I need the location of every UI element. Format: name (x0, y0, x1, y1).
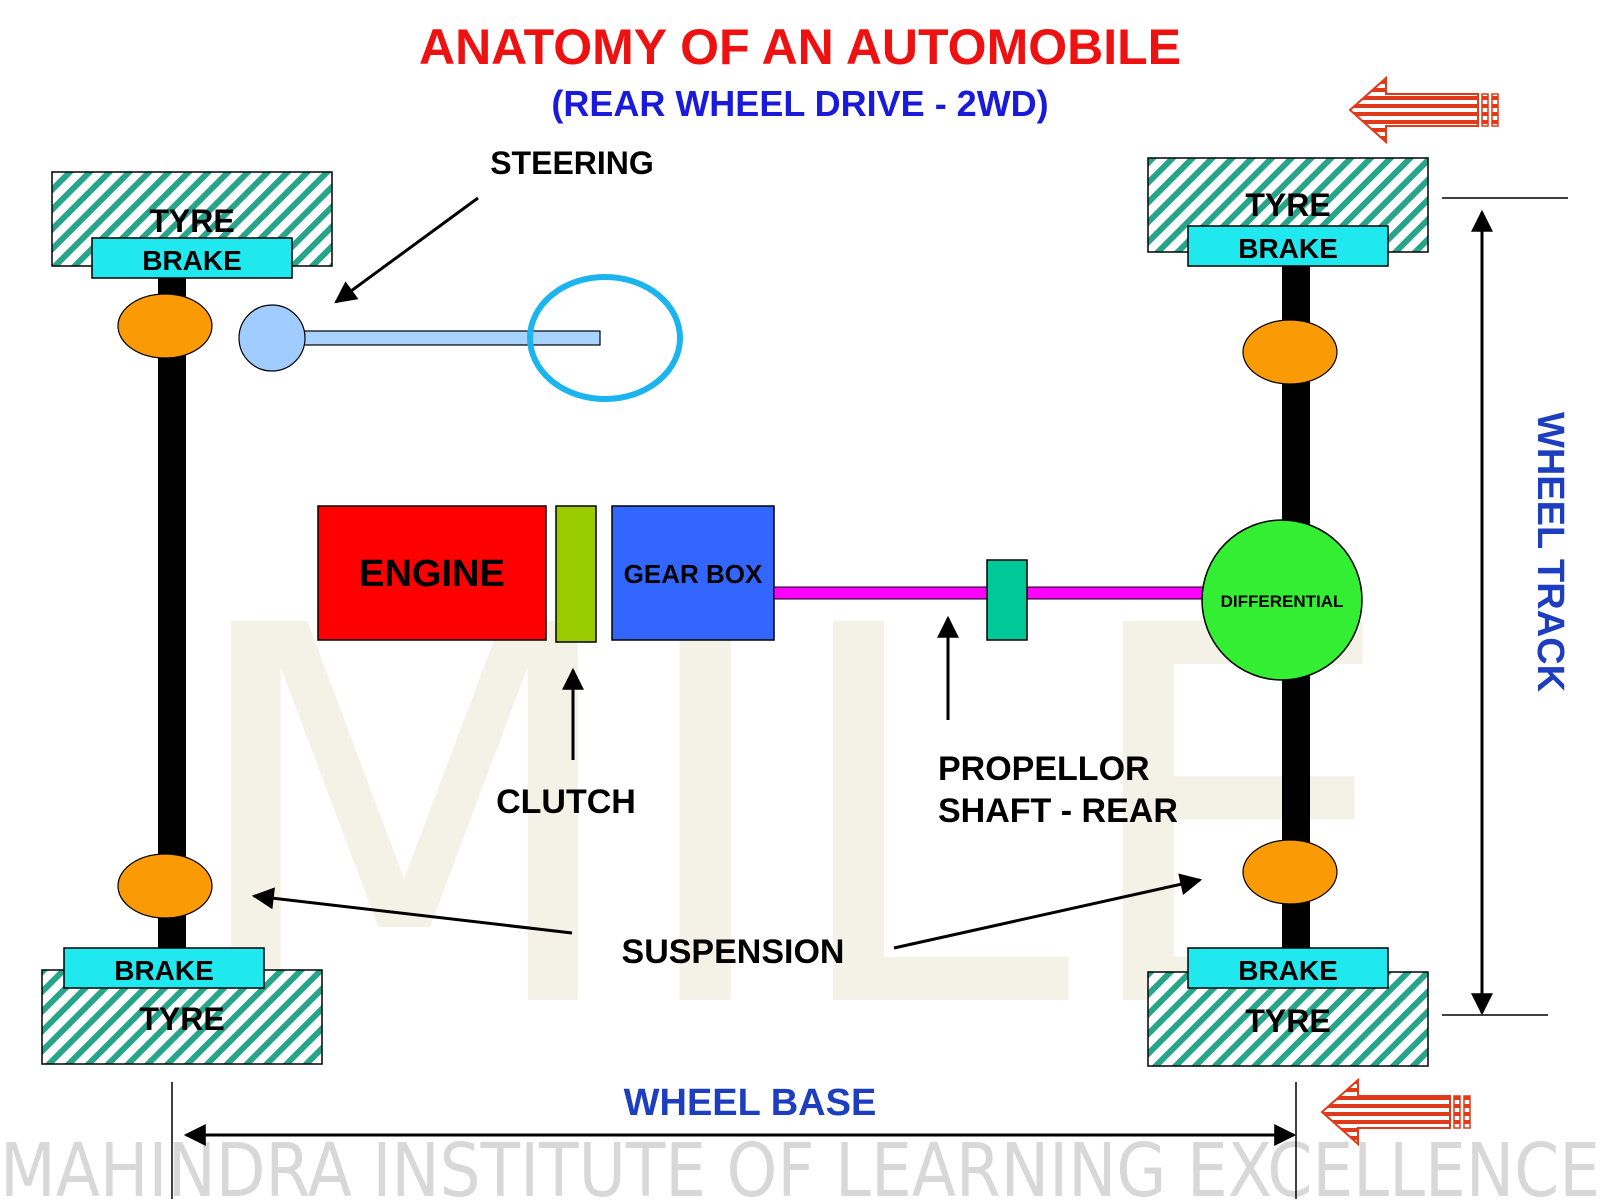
clutch-plate (555, 505, 597, 643)
direction-arrow-icon (1320, 1077, 1471, 1147)
tyre-label: TYRE (1245, 187, 1330, 223)
brake-rear-right: BRAKE (1187, 947, 1389, 989)
direction-arrow-icon (1348, 75, 1499, 145)
suspension-pointer-right (893, 873, 1203, 950)
brake-label: BRAKE (114, 955, 214, 986)
engine-block: ENGINE (317, 505, 547, 641)
suspension-rear-right (1242, 839, 1338, 905)
steering-pointer (334, 196, 479, 304)
brake-label: BRAKE (1238, 955, 1338, 986)
gearbox-label: GEAR BOX (624, 559, 763, 589)
brake-front-right: BRAKE (63, 947, 265, 989)
propeller-label-line1: PROPELLOR (938, 750, 1150, 788)
gearbox-block: GEAR BOX (611, 505, 775, 641)
brake-label: BRAKE (142, 245, 242, 276)
page-title: ANATOMY OF AN AUTOMOBILE (419, 19, 1181, 75)
universal-joint (986, 559, 1028, 641)
suspension-rear-left (1242, 319, 1338, 385)
suspension-label: SUSPENSION (622, 933, 845, 971)
tyre-label: TYRE (139, 1001, 224, 1037)
clutch-label: CLUTCH (496, 783, 636, 821)
page-subtitle: (REAR WHEEL DRIVE - 2WD) (551, 83, 1048, 124)
front-axle (158, 270, 186, 960)
tyre-label: TYRE (1245, 1003, 1330, 1039)
suspension-pointer-left (251, 887, 573, 935)
steering-wheel (527, 274, 683, 402)
steering-knob (238, 304, 306, 372)
suspension-front-right (117, 853, 213, 919)
brake-rear-left: BRAKE (1187, 225, 1389, 267)
tyre-label: TYRE (149, 203, 234, 239)
watermark-footer: MAHINDRA INSTITUTE OF LEARNING EXCELLENC… (0, 1128, 1600, 1199)
engine-label: ENGINE (359, 553, 505, 595)
wheel-base-label: WHEEL BASE (624, 1082, 877, 1124)
brake-label: BRAKE (1238, 233, 1338, 264)
differential: DIFFERENTIAL (1201, 519, 1363, 681)
steering-column (301, 330, 601, 346)
suspension-front-left (117, 293, 213, 359)
differential-label: DIFFERENTIAL (1221, 592, 1344, 611)
brake-front-left: BRAKE (91, 237, 293, 279)
steering-label: STEERING (490, 145, 654, 181)
wheel-track-label: WHEEL TRACK (1529, 412, 1571, 693)
propeller-label-line2: SHAFT - REAR (938, 792, 1178, 830)
